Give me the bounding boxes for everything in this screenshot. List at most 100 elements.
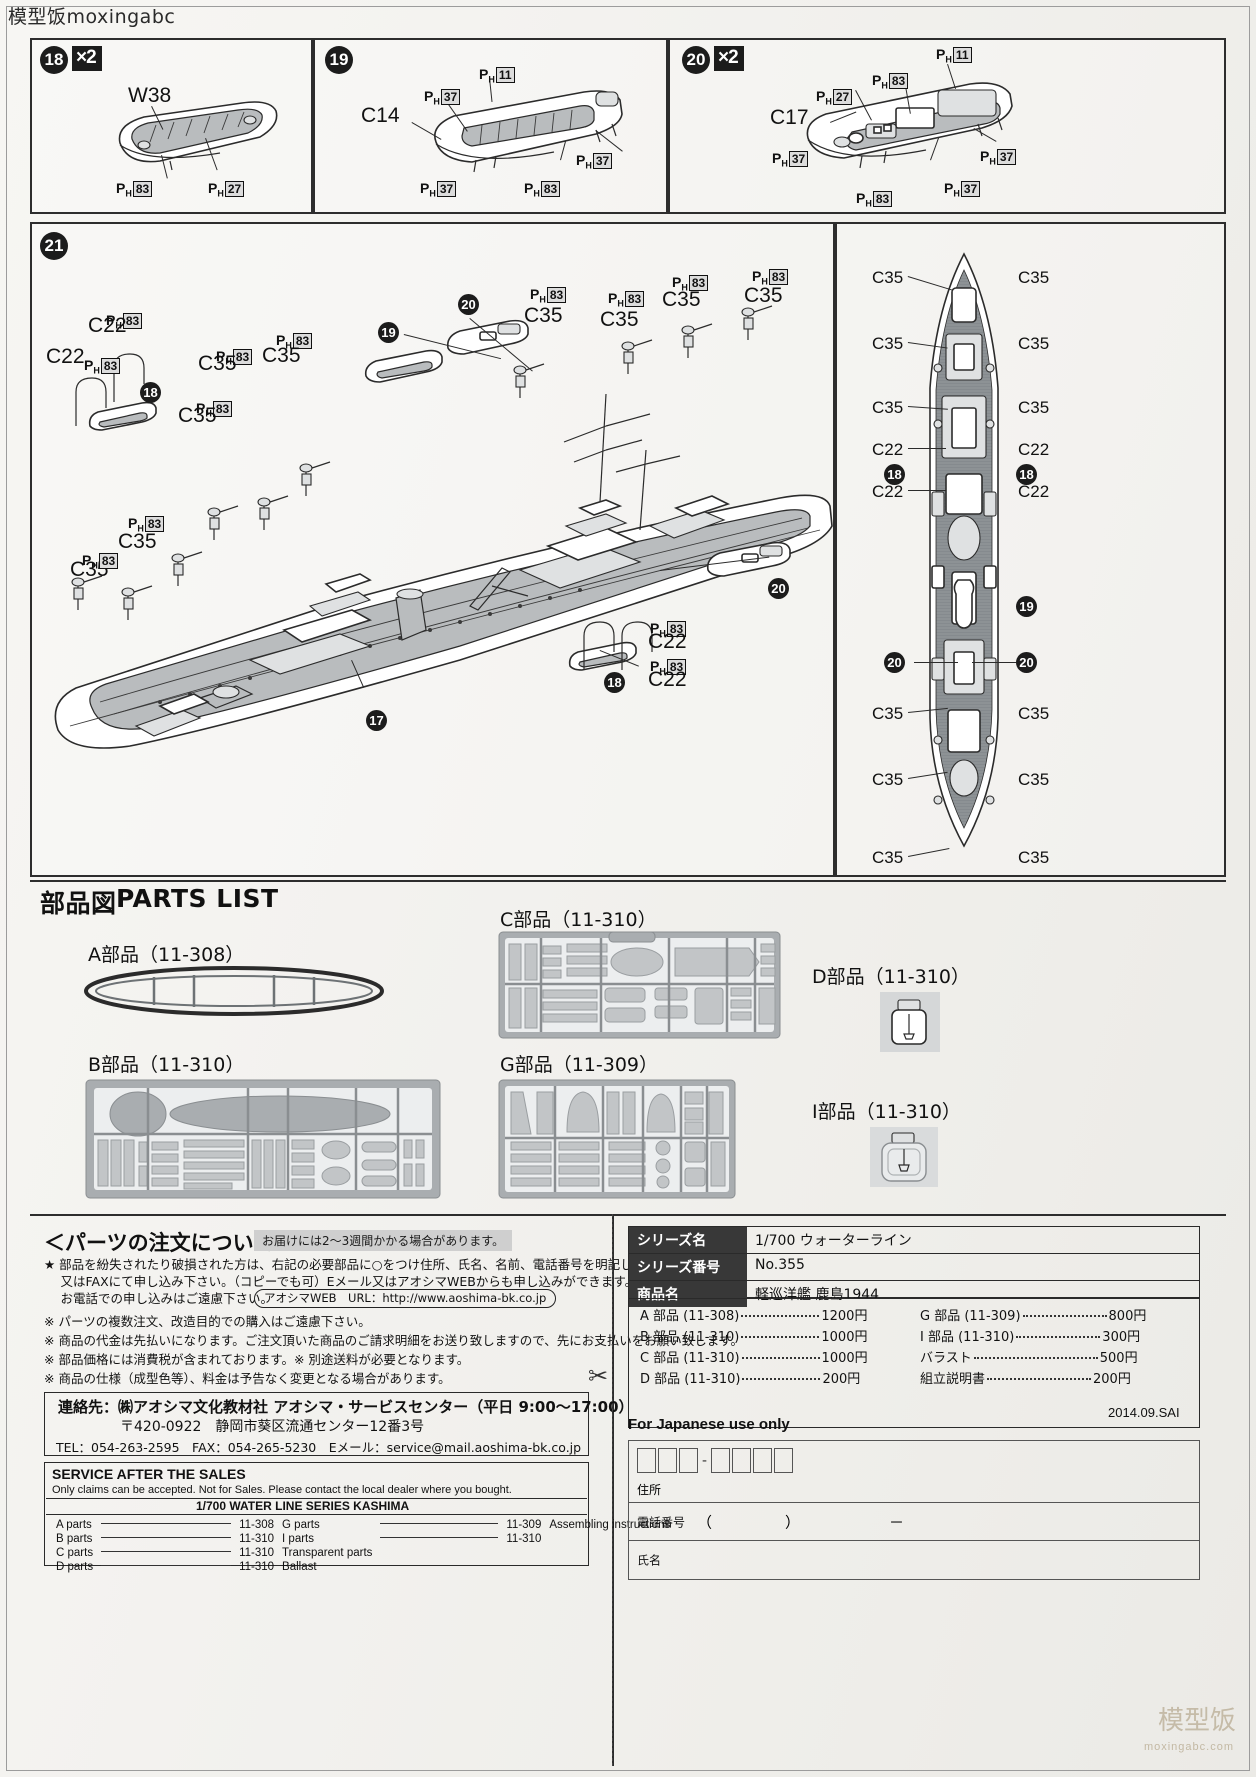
leader-line [914,662,958,663]
zip-code-cells[interactable]: - [637,1448,793,1473]
section-divider [30,880,1226,882]
price-left-value: 1200円 [821,1309,868,1324]
spec-value: 軽巡洋艦 鹿島1944 [755,1287,880,1303]
davit-c22-c [583,621,615,670]
zip-cell[interactable] [658,1448,677,1473]
step-21-label-c22d: C22 [648,668,687,691]
form-row-phone[interactable]: 電話番号 （ ） － [629,1503,1199,1541]
price-right-value: 800円 [1108,1309,1147,1324]
deck-label-c35-r5: C35 [1018,770,1050,789]
spec-row-product-name: 商品名 軽巡洋艦 鹿島1944 [629,1281,1199,1307]
xref-left-code: 11-310 [239,1547,275,1559]
step-21-ref-18b: 18 [604,672,625,693]
step-21-label-c35i: C35 [744,284,783,307]
deck-label-c35-l2: C35 [872,334,904,353]
step-21-label-c22b: C22 [88,314,127,337]
deck-ref-19: 19 [1016,596,1037,617]
order-url-pill: アオシマWEB URL：http://www.aoshima-bk.co.jp [254,1289,557,1308]
zip-cell[interactable] [637,1448,656,1473]
aoshima-web-url[interactable]: アオシマWEB URL：http://www.aoshima-bk.co.jp [254,1289,557,1308]
step-21-label-c22: C22 [46,345,85,368]
deck-label-c35-r6: C35 [1018,848,1050,867]
phone-dash: － [889,1513,905,1531]
deck-ref-20-left: 20 [884,652,905,673]
price-left-label: A 部品 (11-308) [640,1309,740,1324]
table-row: A parts 11-308 G parts 11-309 Assembling… [52,1518,674,1532]
spec-key: 商品名 [629,1281,747,1307]
price-right-value: 500円 [1099,1351,1138,1366]
sprue-c-drawing [498,931,781,1039]
step-18-boat-drawing [118,101,278,171]
deck-label-c35-l3: C35 [872,398,904,417]
zip-cell[interactable] [753,1448,772,1473]
xref-left-code: 11-310 [239,1561,275,1573]
sprue-label-b: B部品（11-310） [88,1054,245,1076]
contact-line-1: 連絡先：㈱アオシマ文化教材社 アオシマ・サービスセンター（平日 9:00〜17:… [58,1398,634,1416]
order-note-4: ※ 商品の仕様（成型色等）、料金は予告なく変更となる場合があります。 [44,1371,451,1386]
deck-label-c35-r1: C35 [1018,268,1050,287]
form-row-name[interactable]: 氏名 [629,1541,1199,1579]
step-21-label-c35e: C35 [262,344,301,367]
step-21-boat-19 [364,349,443,383]
step-19-barge-drawing [434,90,623,173]
xref-left-name: A parts [56,1519,92,1531]
watermark-bottom-url: moxingabc.com [1143,1741,1234,1753]
table-row: B parts 11-310 I parts 11-310 [52,1532,674,1546]
order-star-line-3: お電話での申し込みはご遠慮下さい。 [44,1291,273,1306]
xref-left-name: B parts [56,1533,93,1545]
leader-line [908,490,946,491]
deck-plan-panel [835,222,1226,877]
zip-cell[interactable] [679,1448,698,1473]
order-heading: ＜パーツの注文について＞ [44,1231,295,1255]
crane-c35-group [71,305,773,620]
price-right-value: 200円 [1093,1372,1131,1387]
deck-label-c22-l1: C22 [872,440,904,459]
zip-cell[interactable] [732,1448,751,1473]
step-21-label-c35d: C35 [118,530,157,553]
xref-right-code: 11-309 [506,1519,542,1531]
step-21-label-c35h: C35 [662,288,701,311]
price-left-label: B 部品 (11-310) [640,1330,740,1345]
price-list: A 部品 (11-308)1200円 G 部品 (11-309)800円 B 部… [640,1306,1200,1390]
deck-plan-drawing [929,252,999,848]
section-divider-vert [612,1214,614,1766]
step-21-ref-20b: 20 [768,578,789,599]
sprue-a-drawing [84,966,384,1016]
spec-table: シリーズ名 1/700 ウォーターライン シリーズ番号 No.355 商品名 軽… [628,1226,1200,1307]
sprue-g-drawing [498,1079,736,1199]
spec-key: シリーズ名 [629,1227,747,1253]
xref-right-name: I parts [282,1533,315,1545]
step-21-label-c22c: C22 [648,630,687,653]
spec-key: シリーズ番号 [629,1254,747,1280]
zip-cell[interactable] [774,1448,793,1473]
for-japanese-use-heading: For Japanese use only [628,1416,790,1433]
deck-label-c22-l2: C22 [872,482,904,501]
form-label-address: 住所 [637,1483,662,1497]
deck-ref-18-right: 18 [1016,464,1037,485]
sprue-d-drawing [880,992,940,1052]
watermark-bottom-cn: 模型饭 [1157,1706,1236,1736]
xref-extra: Assembling instructions [549,1519,671,1531]
scissors-icon: ✂ [588,1363,609,1390]
zip-cell[interactable] [711,1448,730,1473]
order-note-3: ※ 部品価格には消費税が含まれております。※ 別途送料が必要となります。 [44,1352,470,1367]
deck-label-c35-r2: C35 [1018,334,1050,353]
step-21-label-c35g: C35 [600,308,639,331]
price-left-value: 1000円 [821,1351,868,1366]
step-18-multiplier: ×2 [72,46,102,71]
service-divider [46,1498,587,1500]
service-box [44,1462,589,1566]
phone-paren-open: （ [697,1513,713,1531]
step-21-label-c35f: C35 [524,304,563,327]
